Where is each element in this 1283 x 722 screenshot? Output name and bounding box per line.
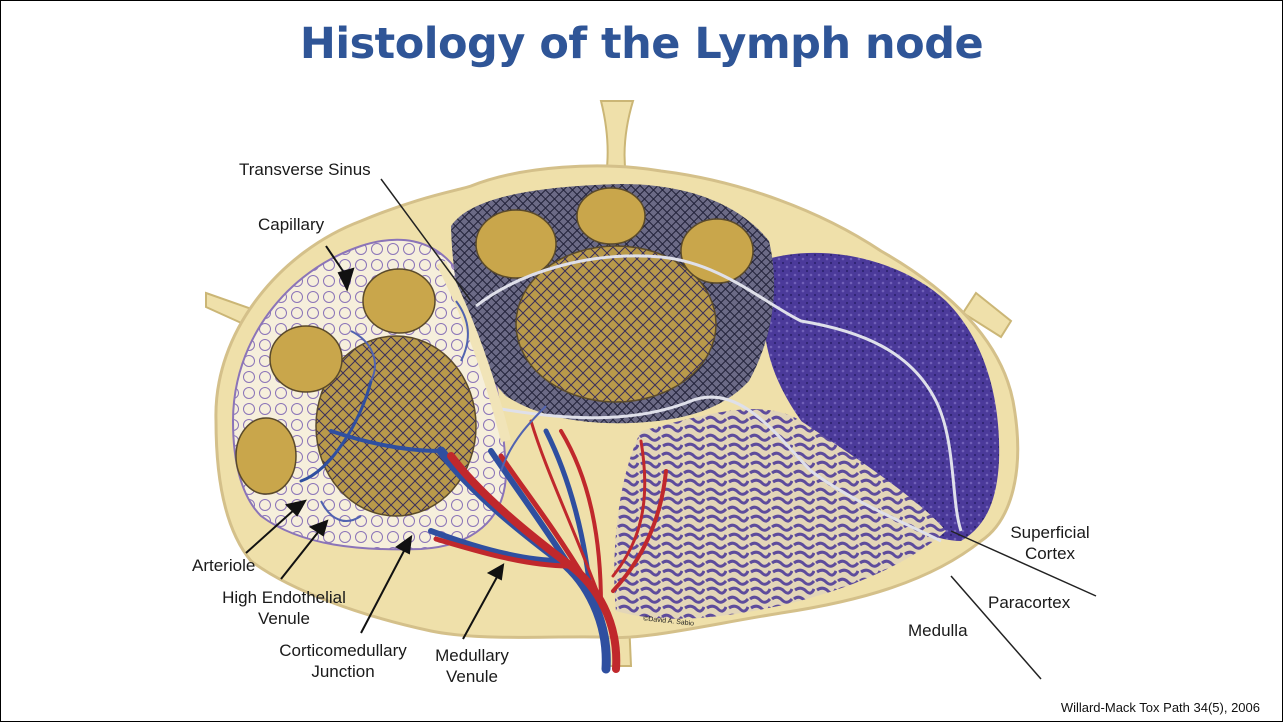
label-corticomedullary-junction: Corticomedullary Junction xyxy=(271,640,415,682)
label-high-endothelial-venule: High Endothelial Venule xyxy=(213,587,355,629)
label-medulla: Medulla xyxy=(908,620,968,641)
label-paracortex: Paracortex xyxy=(988,592,1070,613)
label-medullary-venule: Medullary Venule xyxy=(427,645,517,687)
citation: Willard-Mack Tox Path 34(5), 2006 xyxy=(1061,700,1260,715)
label-arteriole: Arteriole xyxy=(192,555,255,576)
label-capillary: Capillary xyxy=(258,214,324,235)
label-transverse-sinus: Transverse Sinus xyxy=(239,159,371,180)
label-superficial-cortex: Superficial Cortex xyxy=(1001,522,1099,564)
